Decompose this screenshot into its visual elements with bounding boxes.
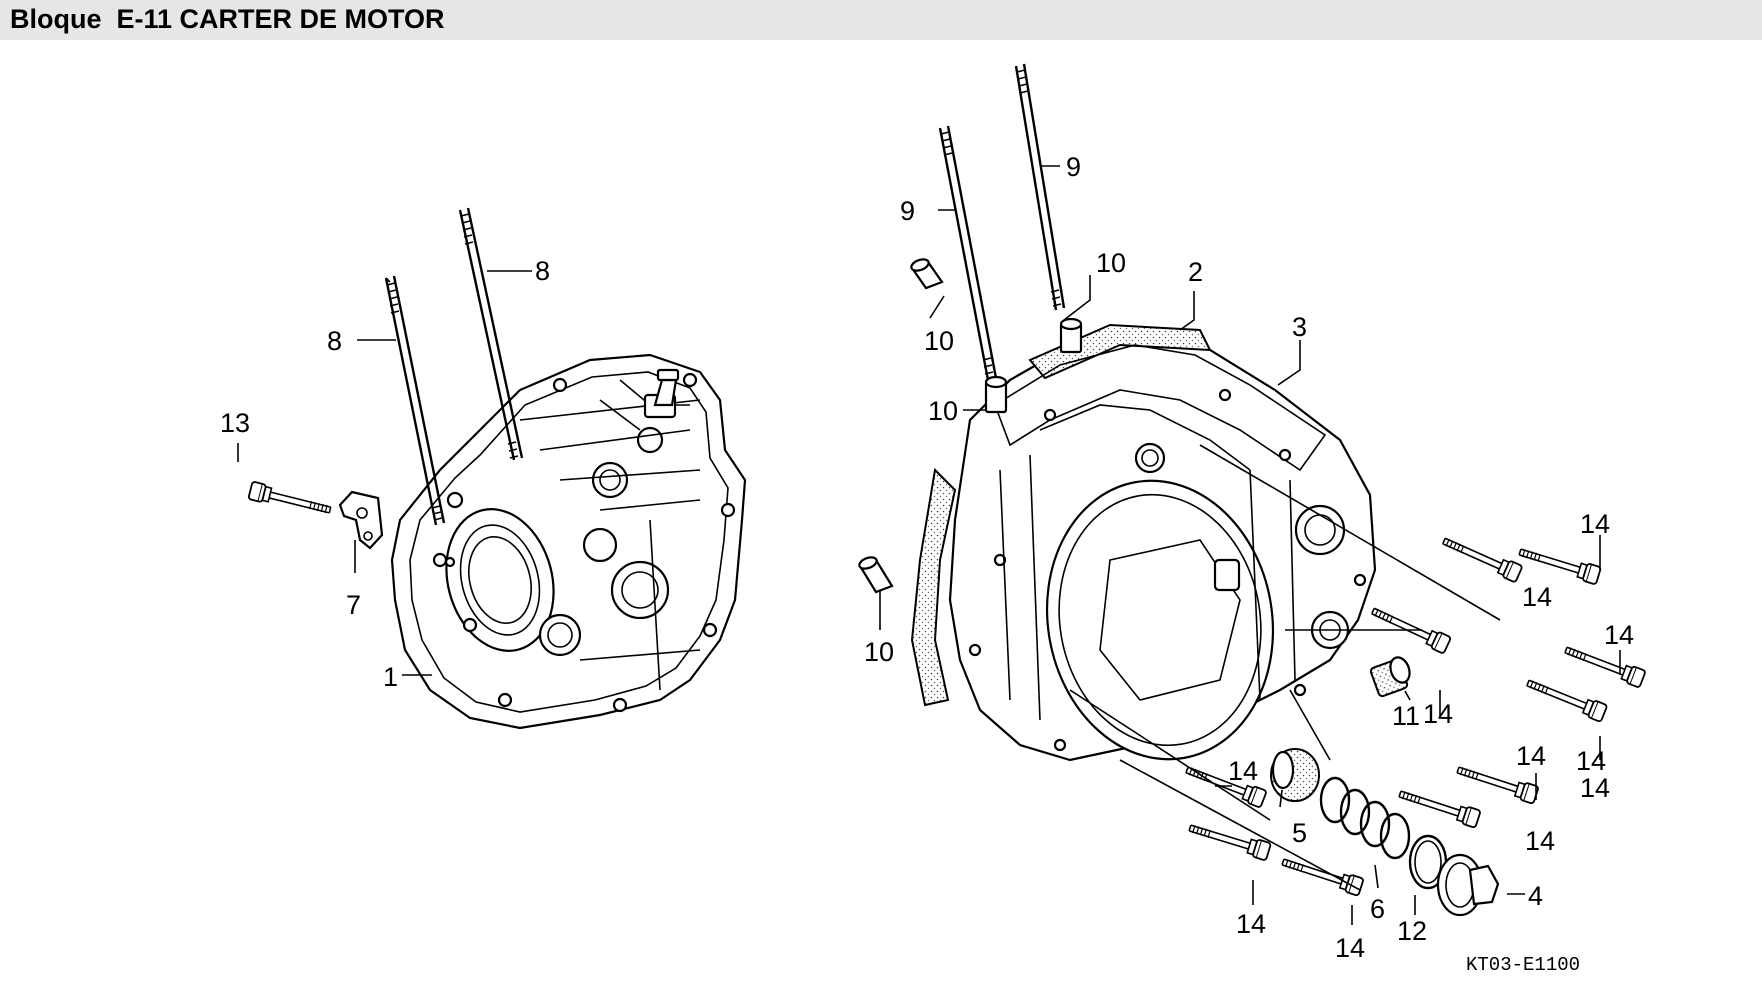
callout-14c: 14: [1604, 620, 1634, 650]
callout-9a: 9: [900, 196, 915, 226]
bolt-13: [247, 480, 334, 520]
bolt-14-b: [1516, 542, 1602, 586]
oil-strainer-5: [1270, 748, 1320, 802]
clamp-7: [338, 490, 384, 550]
callout-14k: 14: [1576, 746, 1606, 776]
callout-6: 6: [1370, 894, 1385, 924]
callout-1: 1: [383, 662, 398, 692]
callout-14b: 14: [1522, 582, 1552, 612]
callout-10d: 10: [864, 637, 894, 667]
callout-5: 5: [1292, 818, 1307, 848]
callout-10a: 10: [1096, 248, 1126, 278]
reference-code: KT03-E1100: [1466, 954, 1580, 976]
right-crankcase-half: [910, 323, 1377, 762]
dowel-pin-a: [910, 258, 944, 290]
callout-14a: 14: [1580, 509, 1610, 539]
callout-3: 3: [1292, 312, 1307, 342]
spring-6: [1319, 776, 1411, 860]
callout-14i: 14: [1236, 909, 1266, 939]
callout-8a: 8: [327, 326, 342, 356]
callout-2: 2: [1188, 257, 1203, 287]
bolt-14-a: [1439, 531, 1524, 584]
bolt-14-i: [1186, 818, 1272, 862]
bolt-14-g: [1396, 784, 1482, 829]
callout-14f: 14: [1516, 741, 1546, 771]
callout-9b: 9: [1066, 152, 1081, 182]
callout-10b: 10: [924, 326, 954, 356]
callout-14j: 14: [1335, 933, 1365, 963]
stud-bolt-right-a: [938, 125, 998, 381]
callout-7: 7: [346, 590, 361, 620]
bolt-14-e: [1523, 673, 1609, 723]
dowel-pin-b: [984, 375, 1008, 414]
callout-14d: 14: [1423, 699, 1453, 729]
bearing-11: [1369, 656, 1411, 698]
callout-12: 12: [1397, 916, 1427, 946]
callout-4: 4: [1528, 881, 1543, 911]
callout-14e: 14: [1580, 773, 1610, 803]
callout-10c: 10: [928, 396, 958, 426]
left-crankcase-half: [390, 353, 747, 730]
callout-11: 11: [1392, 701, 1420, 731]
bolt-14-c: [1368, 601, 1453, 655]
stud-bolt-left-b: [458, 207, 524, 461]
bolt-14-j: [1279, 852, 1365, 897]
dowel-pin-d: [858, 556, 894, 594]
callout-14h: 14: [1228, 756, 1258, 786]
page-title: Bloque E-11 CARTER DE MOTOR: [10, 4, 445, 34]
callout-8b: 8: [535, 256, 550, 286]
leader-lines: [237, 165, 1621, 925]
dowel-pin-c: [1059, 317, 1083, 354]
stud-bolt-left-a: [384, 275, 446, 526]
callout-14g: 14: [1525, 826, 1555, 856]
drain-plug-4: [1436, 853, 1500, 917]
stud-bolt-right-b: [1014, 63, 1066, 311]
callout-13: 13: [220, 408, 250, 438]
title-bar: Bloque E-11 CARTER DE MOTOR: [0, 0, 1762, 40]
